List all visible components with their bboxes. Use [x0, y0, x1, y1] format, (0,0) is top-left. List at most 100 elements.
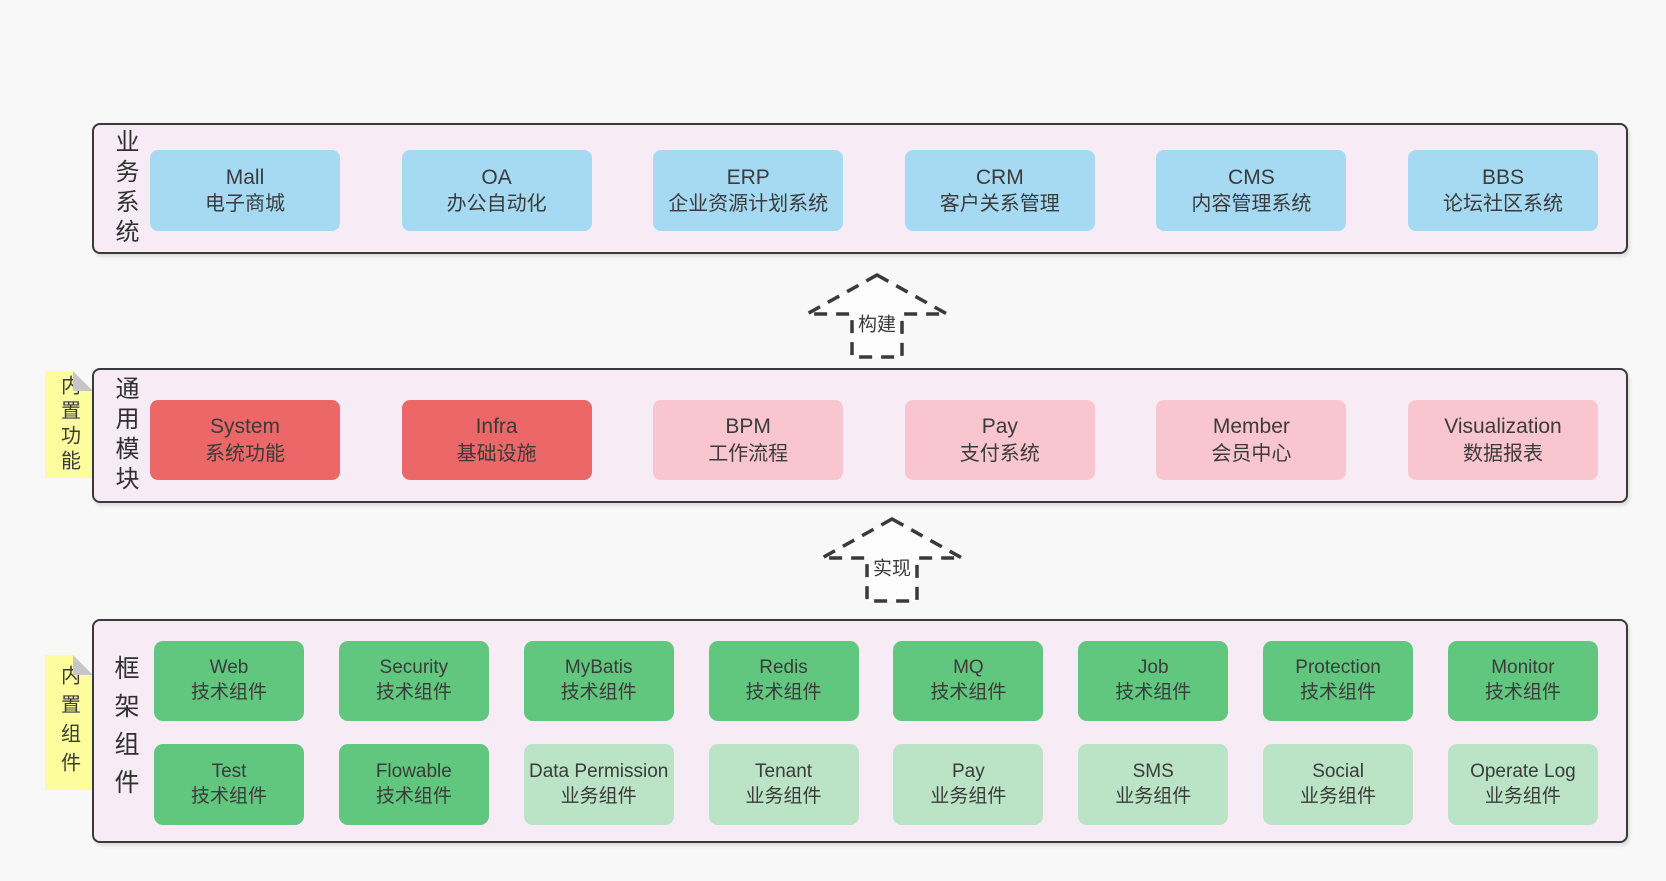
box-name: Visualization — [1444, 415, 1562, 439]
band-label: 通用模块 — [111, 375, 138, 496]
box-oa: OA 办公自动化 — [401, 150, 592, 231]
box-cms: CMS 内容管理系统 — [1156, 150, 1347, 231]
box-name: BBS — [1481, 165, 1524, 189]
box-name: Job — [1137, 657, 1169, 679]
box-name: OA — [481, 165, 512, 189]
box-pay: Pay 支付系统 — [904, 400, 1095, 480]
box-name: System — [209, 415, 280, 439]
box-name: Mall — [225, 165, 265, 189]
box-subtitle: 技术组件 — [745, 682, 822, 703]
box-subtitle: 技术组件 — [190, 785, 267, 807]
band-label: 业务系统 — [111, 128, 138, 249]
arrow-implement: 实现 — [820, 516, 964, 604]
box-subtitle: 系统功能 — [205, 442, 285, 465]
box-visualization: Visualization 数据报表 — [1407, 400, 1598, 480]
note-fold-icon — [73, 371, 93, 391]
box-subtitle: 业务组件 — [745, 785, 822, 807]
box-name: Member — [1212, 415, 1290, 439]
box-tenant: Tenant 业务组件 — [708, 744, 859, 825]
business-systems-row: Mall 电子商城 OA 办公自动化 ERP 企业资源计划系统 CRM 客户关系… — [150, 150, 1598, 231]
box-name: Pay — [952, 760, 985, 782]
note-label: 内置组件 — [57, 664, 80, 781]
box-subtitle: 技术组件 — [1115, 682, 1192, 703]
box-system: System 系统功能 — [150, 400, 340, 480]
band-business-systems: 业务系统 Mall 电子商城 OA 办公自动化 ERP 企业资源计划系统 CRM… — [92, 123, 1628, 254]
box-security: Security 技术组件 — [338, 641, 489, 721]
box-subtitle: 技术组件 — [375, 785, 452, 807]
box-subtitle: 业务组件 — [1484, 785, 1561, 807]
box-erp: ERP 企业资源计划系统 — [653, 150, 844, 231]
box-name: Social — [1312, 760, 1364, 782]
box-bpm: BPM 工作流程 — [653, 400, 844, 480]
box-subtitle: 业务组件 — [560, 785, 637, 807]
framework-components-row-2: Test 技术组件 Flowable 技术组件 Data Permission … — [154, 744, 1598, 825]
box-pay-biz: Pay 业务组件 — [893, 744, 1044, 825]
box-mall: Mall 电子商城 — [150, 150, 340, 231]
box-subtitle: 技术组件 — [1300, 682, 1377, 703]
box-name: Web — [209, 657, 249, 679]
box-infra: Infra 基础设施 — [401, 400, 592, 480]
box-name: Flowable — [375, 760, 452, 782]
box-subtitle: 技术组件 — [930, 682, 1007, 703]
box-name: MyBatis — [564, 657, 633, 679]
box-monitor: Monitor 技术组件 — [1447, 641, 1598, 721]
box-mq: MQ 技术组件 — [893, 641, 1044, 721]
box-subtitle: 办公自动化 — [446, 193, 547, 216]
common-modules-row: System 系统功能 Infra 基础设施 BPM 工作流程 Pay 支付系统… — [150, 400, 1598, 480]
box-operate-log: Operate Log 业务组件 — [1447, 744, 1598, 825]
box-name: Redis — [759, 657, 808, 679]
box-redis: Redis 技术组件 — [708, 641, 859, 721]
box-social: Social 业务组件 — [1263, 744, 1414, 825]
box-name: Infra — [475, 415, 518, 439]
box-subtitle: 电子商城 — [205, 193, 285, 216]
box-name: Operate Log — [1470, 760, 1576, 782]
box-sms: SMS 业务组件 — [1078, 744, 1229, 825]
box-protection: Protection 技术组件 — [1263, 641, 1414, 721]
box-bbs: BBS 论坛社区系统 — [1407, 150, 1598, 231]
box-name: CMS — [1228, 165, 1275, 189]
sticky-note-built-in-features: 内置功能 — [45, 371, 93, 478]
box-mybatis: MyBatis 技术组件 — [523, 641, 674, 721]
box-subtitle: 业务组件 — [930, 785, 1007, 807]
box-subtitle: 企业资源计划系统 — [668, 193, 829, 216]
box-name: MQ — [953, 657, 984, 679]
box-name: Test — [211, 760, 247, 782]
box-subtitle: 技术组件 — [190, 682, 267, 703]
note-fold-icon — [73, 655, 93, 675]
note-label: 内置功能 — [57, 374, 80, 475]
box-subtitle: 技术组件 — [560, 682, 637, 703]
box-subtitle: 基础设施 — [456, 442, 537, 465]
box-subtitle: 工作流程 — [708, 442, 789, 465]
band-label: 框架组件 — [111, 655, 139, 807]
box-name: Data Permission — [528, 760, 669, 782]
box-subtitle: 业务组件 — [1115, 785, 1192, 807]
box-subtitle: 内容管理系统 — [1191, 193, 1312, 216]
box-name: Tenant — [755, 760, 813, 782]
box-job: Job 技术组件 — [1078, 641, 1229, 721]
box-name: Security — [379, 657, 449, 679]
box-subtitle: 技术组件 — [1484, 682, 1561, 703]
box-web: Web 技术组件 — [154, 641, 304, 721]
box-name: SMS — [1132, 760, 1174, 782]
box-subtitle: 客户关系管理 — [939, 193, 1060, 216]
box-subtitle: 会员中心 — [1211, 442, 1292, 465]
box-member: Member 会员中心 — [1156, 400, 1347, 480]
arrow-build: 构建 — [805, 272, 949, 360]
box-subtitle: 技术组件 — [375, 682, 452, 703]
box-flowable: Flowable 技术组件 — [338, 744, 489, 825]
box-subtitle: 支付系统 — [959, 442, 1040, 465]
box-data-permission: Data Permission 业务组件 — [523, 744, 674, 825]
band-framework-components: 框架组件 Web 技术组件 Security 技术组件 MyBatis 技术组件… — [92, 619, 1628, 843]
sticky-note-built-in-components: 内置组件 — [45, 655, 93, 790]
box-name: CRM — [975, 165, 1024, 189]
arrow-label: 构建 — [854, 309, 900, 337]
box-test: Test 技术组件 — [154, 744, 304, 825]
box-name: Pay — [981, 415, 1018, 439]
band-common-modules: 通用模块 System 系统功能 Infra 基础设施 BPM 工作流程 Pay… — [92, 368, 1628, 503]
box-subtitle: 业务组件 — [1300, 785, 1377, 807]
box-name: ERP — [726, 165, 770, 189]
box-name: Monitor — [1491, 657, 1555, 679]
box-name: Protection — [1295, 657, 1381, 679]
box-name: BPM — [725, 415, 771, 439]
box-subtitle: 论坛社区系统 — [1442, 193, 1563, 216]
